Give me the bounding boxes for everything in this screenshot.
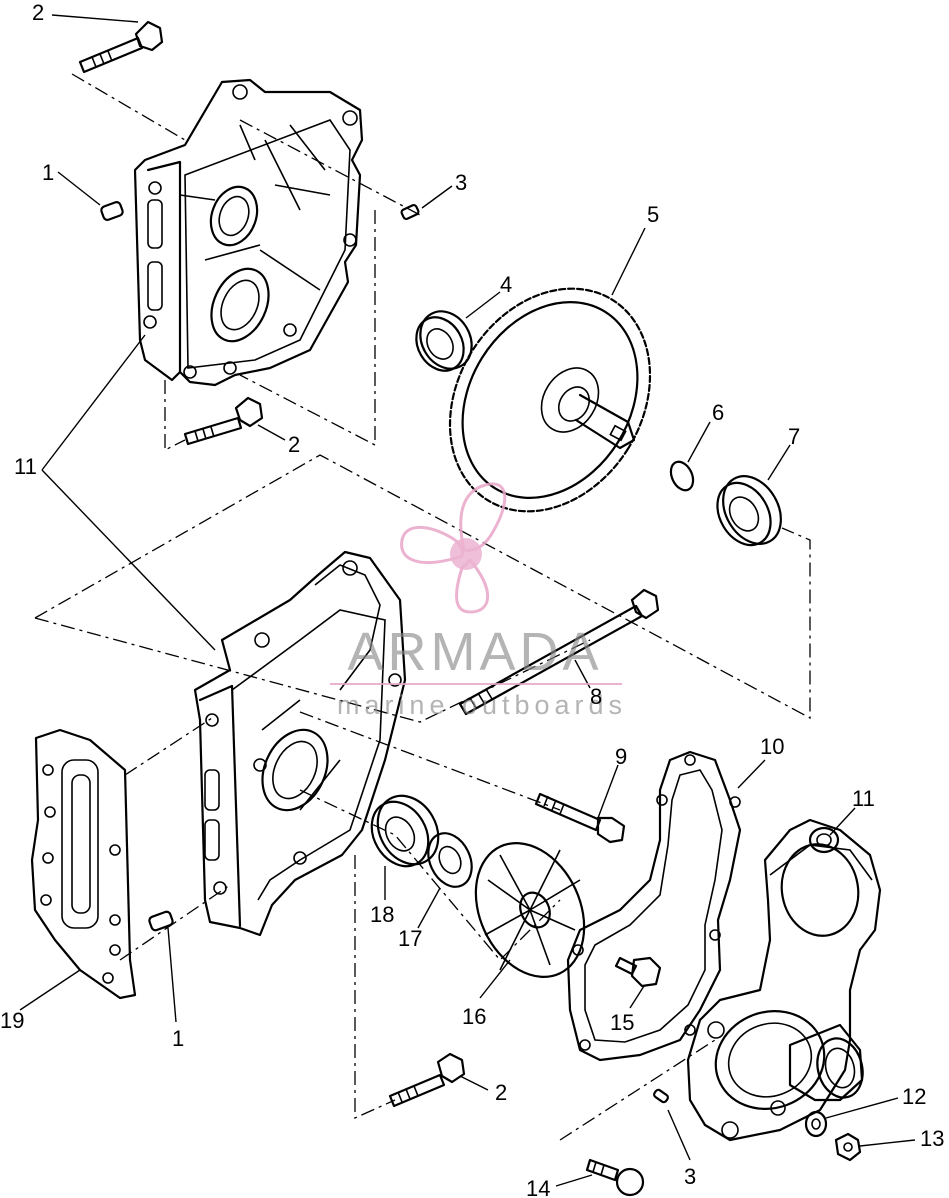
- upper-housing-cover: [133, 78, 364, 387]
- label-part-12: 12: [902, 1084, 926, 1109]
- pin-top: [400, 203, 420, 221]
- screw-13: [834, 1132, 862, 1162]
- bolt-middle: [183, 396, 264, 446]
- label-part-13: 13: [920, 1126, 944, 1151]
- label-part-6: 6: [712, 400, 724, 425]
- pin-bottom: [653, 1088, 669, 1104]
- label-part-3-bottom: 3: [684, 1164, 696, 1189]
- label-part-11-right: 11: [852, 786, 875, 811]
- watermark-tagline: marine outboards: [337, 690, 627, 720]
- washer-17: [427, 832, 473, 888]
- driven-gear-5: [448, 287, 652, 513]
- label-part-15: 15: [610, 1010, 634, 1035]
- label-part-8: 8: [590, 684, 602, 709]
- lower-housing: [193, 550, 407, 937]
- label-part-18: 18: [370, 902, 394, 927]
- bearing-4: [415, 310, 473, 372]
- bolt-14: [585, 1158, 645, 1197]
- label-part-2-bottom: 2: [495, 1080, 507, 1105]
- assembly-lines: [34, 73, 811, 1141]
- bearing-7: [716, 475, 782, 547]
- label-part-9: 9: [615, 744, 627, 769]
- o-ring-6: [669, 460, 695, 492]
- watermark-logo: ARMADA marine outboards: [330, 482, 627, 720]
- dowel-pin-top: [100, 201, 124, 221]
- label-part-2-middle: 2: [288, 432, 300, 457]
- label-part-19: 19: [0, 1008, 24, 1033]
- label-part-10: 10: [760, 734, 784, 759]
- leader-lines: [19, 14, 916, 1187]
- label-part-14: 14: [526, 1176, 550, 1198]
- washer-12: [804, 1110, 828, 1138]
- label-part-11-left: 11: [14, 454, 37, 479]
- impeller-16: [474, 842, 586, 978]
- pump-housing: [686, 818, 882, 1142]
- gasket-10: [566, 750, 742, 1062]
- bolt-9: [534, 792, 626, 844]
- label-part-7: 7: [788, 424, 800, 449]
- label-part-1-bottom: 1: [172, 1026, 184, 1051]
- label-part-17: 17: [398, 926, 422, 951]
- label-part-4: 4: [500, 272, 512, 297]
- long-bolt-8: [458, 588, 660, 716]
- bolt-top: [78, 20, 164, 74]
- propeller-icon: [400, 482, 507, 614]
- label-part-2-top: 2: [32, 0, 44, 25]
- dowel-pin-bottom: [148, 910, 174, 932]
- bolt-15: [614, 956, 662, 988]
- label-part-16: 16: [462, 1004, 486, 1029]
- label-part-1-top: 1: [42, 160, 54, 185]
- label-part-3-top: 3: [455, 170, 467, 195]
- label-part-5: 5: [647, 202, 659, 227]
- bolt-bottom: [388, 1052, 466, 1108]
- gasket-19: [30, 728, 137, 1000]
- watermark-brand: ARMADA: [347, 622, 602, 682]
- seal-18: [370, 794, 440, 868]
